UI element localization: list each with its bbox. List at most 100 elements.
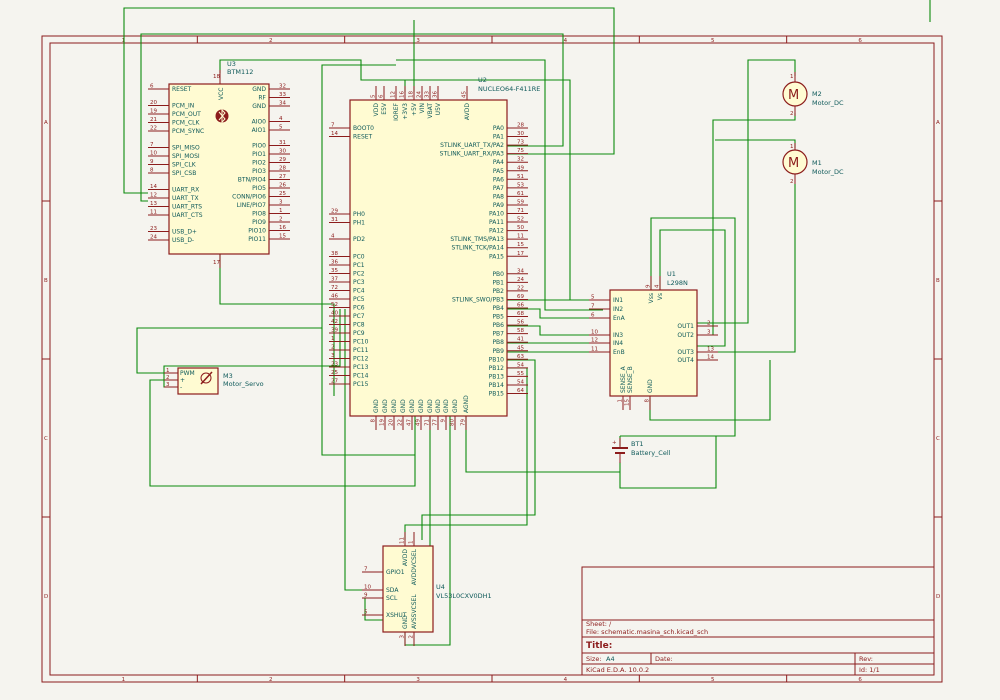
m1-motor[interactable]: M 1 2 M1 Motor_DC [782, 143, 844, 185]
m1-body [782, 149, 808, 175]
u1-pin-num: 2 [707, 321, 711, 327]
u1-pin-num: 11 [591, 347, 598, 353]
m3-pin-name: - [180, 384, 182, 391]
u3-pin-num: 20 [150, 100, 157, 106]
u3-pin-name: PIO0 [252, 143, 266, 150]
u3-pin-name: PCM_OUT [172, 111, 201, 118]
u2-pin-num: 33 [425, 91, 431, 98]
u2-pin-name: PC4 [353, 288, 365, 295]
u2-pin-num: 61 [517, 191, 524, 197]
u1-pin-name: OUT3 [677, 349, 694, 356]
u2-pin-name: VBAT [427, 103, 434, 119]
u3-pin-num: 8 [150, 168, 154, 174]
column-marker-bottom: 1 [122, 677, 126, 683]
u3-pin-name: USB_D- [172, 237, 194, 244]
u2-pin-num: 30 [517, 131, 524, 137]
u1-pin-num: 9 [646, 284, 652, 288]
u4-value: VL53L0CXV0DH1 [436, 592, 492, 600]
u1-pin-num: 3 [707, 330, 711, 336]
u3-pin-name: UART_RX [172, 187, 199, 194]
u3-pin-name: UART_TX [172, 195, 199, 202]
u2-pin-name: PA11 [489, 219, 504, 226]
wire-ena [507, 308, 603, 319]
u3-pin-name: SPI_MISO [172, 145, 200, 152]
m2-motor[interactable]: M 1 2 M2 Motor_DC [782, 72, 844, 117]
u2-pin-name: PC12 [353, 356, 369, 363]
row-marker-left: D [44, 594, 48, 600]
u2-pin-name: E5V [381, 102, 388, 115]
u2-pin-num: 9 [441, 419, 447, 423]
row-marker-right: C [936, 436, 940, 442]
u2-pin-num: 50 [517, 225, 524, 231]
u3-pin-num: 30 [279, 149, 286, 155]
wire-uart-rx [123, 7, 615, 194]
m3-pin-num: 3 [166, 382, 170, 388]
u1-pin-num: 4 [655, 284, 661, 288]
u2-pin-num: 73 [517, 140, 524, 146]
u2-pin-num: 42 [331, 319, 338, 325]
u3-pin-num: 21 [150, 117, 157, 123]
u4-pin-num: 11 [400, 537, 406, 544]
u2-pin-name: GND [373, 399, 380, 413]
title-block-size-value: A4 [606, 655, 615, 663]
bt1-battery[interactable]: + BT1 Battery_Cell [612, 438, 671, 463]
u4-pin-name: SCL [386, 595, 398, 602]
column-marker-top: 2 [269, 38, 273, 44]
title-block-sheet: Sheet: / [586, 620, 612, 628]
u3-pin-name: PIO5 [252, 185, 266, 192]
u2-pin-num: 80 [450, 419, 456, 426]
u2-pin-name: PA9 [493, 202, 504, 209]
u2-pin-name: PB8 [492, 339, 504, 346]
u2-nucleo-board[interactable]: 5VDD6E5V12IOREF16+3V318+5V24VIN33VBAT36U… [329, 76, 540, 430]
u3-pin-name: PIO2 [252, 160, 266, 167]
u2-pin-name: PD2 [353, 236, 365, 243]
column-marker-top: 6 [858, 38, 862, 44]
u2-pin-name: PA5 [493, 168, 504, 175]
u2-pin-name: PB10 [489, 356, 505, 363]
row-marker-left: A [44, 120, 48, 126]
u2-pin-name: STLINK_TMS/PA13 [450, 236, 504, 243]
u2-pin-name: +5V [411, 102, 418, 116]
column-marker-top: 4 [564, 38, 568, 44]
u2-pin-name: PB6 [492, 322, 504, 329]
u2-pin-name: PB13 [489, 373, 505, 380]
u2-pin-num: 18 [409, 91, 415, 98]
u2-pin-num: 49 [416, 419, 422, 426]
u1-pin-num: 1 [618, 399, 624, 403]
u2-pin-name: STLINK_UART_RX/PA3 [440, 151, 505, 158]
u2-pin-num: 20 [389, 419, 395, 426]
u2-pin-name: GND [409, 399, 416, 413]
u3-pin-num: 33 [279, 92, 286, 98]
u3-pin-name: AIO1 [252, 127, 267, 134]
u2-pin-num: 27 [331, 379, 338, 385]
u1-pin-name: OUT4 [677, 357, 694, 364]
u1-pin-name: IN4 [613, 340, 623, 347]
u1-pin-name: OUT1 [677, 323, 694, 330]
u3-value: BTM112 [227, 68, 253, 76]
u2-pin-num: 15 [517, 242, 524, 248]
u2-pin-name: PC7 [353, 313, 365, 320]
m1-ref: M1 [812, 159, 822, 167]
wire-mcu-pb9 [421, 359, 536, 540]
u2-pin-name: PH1 [353, 220, 365, 227]
u1-pin-num: 6 [591, 313, 595, 319]
u3-pin-num: 22 [150, 126, 157, 132]
u3-bottom-pin-num: 17 [213, 260, 220, 266]
u3-pin-name: PIO11 [248, 236, 266, 243]
u2-pin-num: 54 [517, 379, 524, 385]
u3-pin-num: 31 [279, 140, 286, 146]
u1-pin-name: Vs [657, 293, 664, 300]
u2-pin-num: 49 [517, 165, 524, 171]
wire-btm-vcc [219, 59, 406, 92]
u3-pin-num: 23 [150, 226, 157, 232]
u2-pin-num: 31 [331, 217, 338, 223]
u3-pin-name: GND [252, 86, 266, 93]
wire-m2-a [697, 59, 796, 324]
u3-pin-num: 13 [150, 201, 157, 207]
